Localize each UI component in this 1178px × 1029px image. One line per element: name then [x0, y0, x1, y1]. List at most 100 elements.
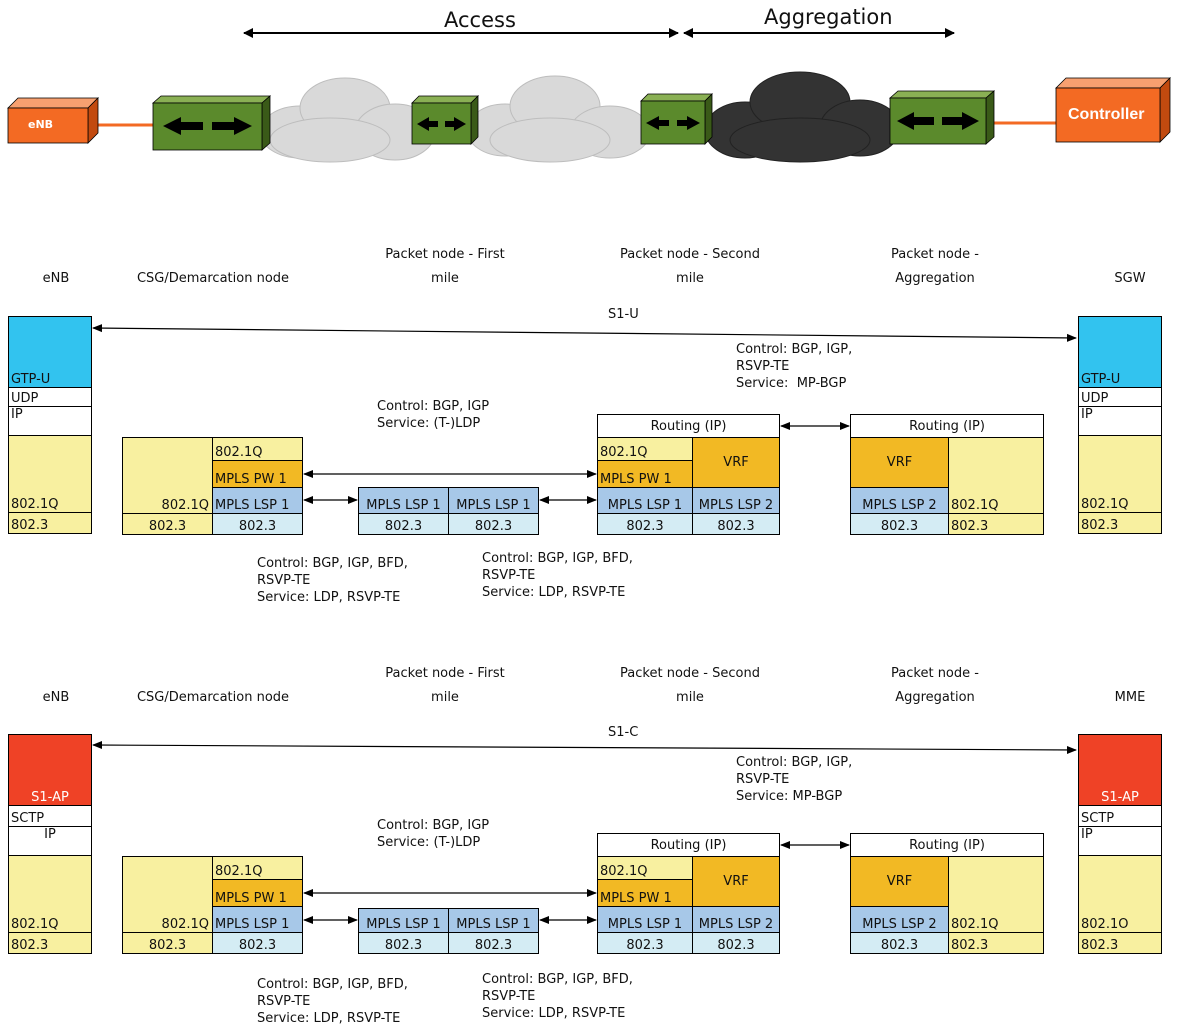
- topology-graphic: [7, 28, 1171, 163]
- enb-device-label: eNB: [28, 118, 54, 131]
- stack-layer: 802.3: [1078, 512, 1162, 534]
- col-enb: eNB: [42, 690, 70, 705]
- annotation-control: Control: BGP, IGP, BFD, RSVP-TE Service:…: [482, 551, 633, 600]
- stack-layer: MPLS LSP 1: [358, 487, 449, 514]
- stack-layer: Routing (IP): [850, 833, 1044, 857]
- stack-layer: SCTP: [1078, 805, 1162, 827]
- stack-layer: 802.3: [1078, 932, 1162, 954]
- stack-layer: GTP-U: [8, 316, 92, 388]
- stack-layer: 802.1Q: [122, 856, 213, 933]
- stack-layer: IP: [1078, 406, 1162, 436]
- controller-device-label: Controller: [1068, 106, 1145, 123]
- stack-layer: 802.3: [850, 513, 949, 535]
- stack-layer: IP: [1078, 826, 1162, 856]
- annotation-control: Control: BGP, IGP Service: (T-)LDP: [377, 818, 490, 850]
- col-mme: MME: [1114, 690, 1146, 705]
- interface-label: S1-U: [608, 307, 639, 322]
- stack-layer: 802.1Q: [948, 856, 1044, 933]
- stack-layer: UDP: [8, 387, 92, 407]
- col-csg: CSG/Demarcation node: [136, 690, 290, 705]
- stack-layer: 802.3: [212, 513, 303, 535]
- stack-layer: 802.3: [948, 932, 1044, 954]
- col-aggregation: Packet node - Aggregation: [891, 666, 979, 705]
- stack-layer: MPLS LSP 1: [448, 908, 539, 933]
- switch-icon-3: [640, 93, 713, 145]
- stack-layer: 802.1Q: [212, 856, 303, 880]
- stack-layer: 802.3: [948, 513, 1044, 535]
- stack-layer: 802.3: [692, 932, 780, 954]
- col-first-mile: Packet node - First mile: [385, 666, 505, 705]
- switch-icon-4: [888, 90, 996, 145]
- stack-layer: 802.1Q: [8, 435, 92, 513]
- s1u-span-arrow: [92, 324, 1077, 342]
- stack-layer: 802.3: [597, 513, 693, 535]
- stack-layer: 802.3: [122, 513, 213, 535]
- stack-layer: MPLS LSP 2: [850, 487, 949, 514]
- cloud-icon-1: [259, 77, 436, 163]
- stack-layer: MPLS LSP 2: [692, 487, 780, 514]
- stack-layer: 802.3: [597, 932, 693, 954]
- stack-layer: 802.1Q: [212, 437, 303, 461]
- access-label: Access: [444, 8, 516, 32]
- stack-layer: S1-AP: [1078, 734, 1162, 806]
- stack-layer: 802.3: [8, 932, 92, 954]
- stack-layer: MPLS LSP 1: [212, 906, 303, 933]
- s1c-span-arrow: [92, 741, 1077, 754]
- switch-icon-1: [151, 95, 272, 151]
- interface-label: S1-C: [608, 725, 639, 740]
- stack-layer: UDP: [1078, 387, 1162, 407]
- col-csg: CSG/Demarcation node: [136, 271, 290, 286]
- stack-layer: 802.3: [8, 512, 92, 534]
- col-enb: eNB: [42, 271, 70, 286]
- stack-layer: 802.1Q: [1078, 435, 1162, 513]
- annotation-control: Control: BGP, IGP, BFD, RSVP-TE Service:…: [482, 972, 633, 1021]
- stack-layer: MPLS LSP 2: [692, 906, 780, 933]
- stack-layer: 802.3: [122, 932, 213, 954]
- stack-layer: 802.1Q: [122, 437, 213, 514]
- stack-layer: MPLS LSP 1: [597, 487, 693, 514]
- stack-layer: MPLS PW 1: [212, 460, 303, 488]
- stack-layer: VRF: [850, 437, 949, 488]
- controller-device-icon: [1055, 77, 1171, 143]
- aggregation-label: Aggregation: [764, 5, 893, 29]
- enb-device-icon: [7, 97, 99, 144]
- stack-layer: MPLS LSP 1: [597, 906, 693, 933]
- stack-layer: 802.3: [358, 513, 449, 535]
- stack-layer: MPLS LSP 2: [850, 906, 949, 933]
- col-second-mile: Packet node - Second mile: [620, 247, 760, 286]
- stack-layer: MPLS PW 1: [212, 879, 303, 907]
- stack-layer: 802.3: [358, 932, 449, 954]
- stack-layer: 802.3: [692, 513, 780, 535]
- stack-layer: VRF: [692, 437, 780, 488]
- annotation-control: Control: BGP, IGP, RSVP-TE Service: MP-B…: [736, 342, 853, 391]
- stack-layer: GTP-U: [1078, 316, 1162, 388]
- stack-layer: VRF: [850, 856, 949, 907]
- stack-layer: Routing (IP): [597, 414, 780, 438]
- stack-layer: MPLS LSP 1: [448, 487, 539, 514]
- col-sgw: SGW: [1114, 271, 1146, 286]
- stack-layer: MPLS PW 1: [597, 460, 693, 488]
- stack-layer: 802.3: [850, 932, 949, 954]
- stack-layer: MPLS LSP 1: [358, 908, 449, 933]
- stack-layer: VRF: [692, 856, 780, 907]
- stack-layer: Routing (IP): [850, 414, 1044, 438]
- stack-layer: IP: [8, 406, 92, 436]
- annotation-control: Control: BGP, IGP, BFD, RSVP-TE Service:…: [257, 556, 408, 605]
- stack-layer: 802.1Q: [597, 856, 693, 880]
- annotation-control: Control: BGP, IGP, RSVP-TE Service: MP-B…: [736, 755, 853, 804]
- stack-layer: 802.1O: [1078, 855, 1162, 933]
- stack-layer: Routing (IP): [597, 833, 780, 857]
- cloud-icon-2: [466, 75, 651, 163]
- stack-layer: 802.1Q: [8, 855, 92, 933]
- cloud-icon-3: [704, 71, 901, 163]
- col-first-mile: Packet node - First mile: [385, 247, 505, 286]
- stack-layer: MPLS LSP 1: [212, 487, 303, 514]
- stack-layer: 802.1Q: [948, 437, 1044, 514]
- col-second-mile: Packet node - Second mile: [620, 666, 760, 705]
- stack-layer: MPLS PW 1: [597, 879, 693, 907]
- col-aggregation: Packet node - Aggregation: [891, 247, 979, 286]
- stack-layer: 802.3: [448, 932, 539, 954]
- stack-layer: 802.1Q: [597, 437, 693, 461]
- annotation-control: Control: BGP, IGP, BFD, RSVP-TE Service:…: [257, 977, 408, 1026]
